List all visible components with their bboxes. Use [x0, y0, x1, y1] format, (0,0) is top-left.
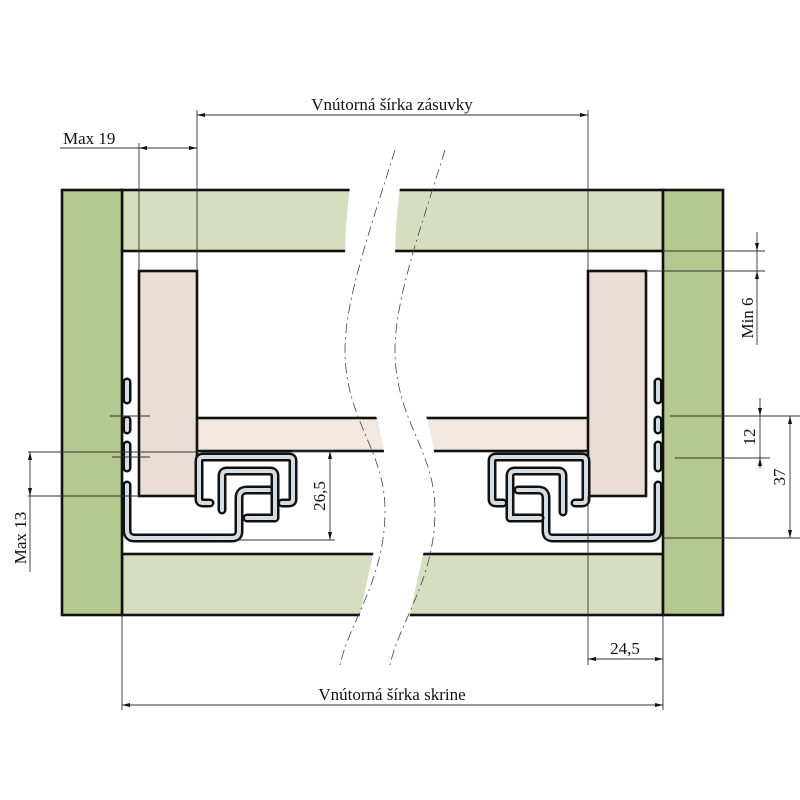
max-13-label: Max 13	[11, 512, 30, 564]
right-half	[390, 188, 665, 617]
break-line-right	[389, 149, 446, 666]
left-cabinet-side	[60, 188, 124, 617]
right-cabinet-side	[661, 188, 725, 617]
right-drawer-side	[586, 269, 648, 498]
cabinet-inner-width-label: Vnútorná šírka skrine	[318, 685, 465, 704]
drawer-inner-width-label: Vnútorná šírka zásuvky	[311, 95, 473, 114]
left-runner	[122, 377, 298, 543]
dim-24-5-label: 24,5	[610, 639, 640, 658]
bottom-panel	[120, 552, 395, 617]
dim-12-label: 12	[740, 429, 759, 446]
min-6-label: Min 6	[738, 297, 757, 338]
right-runner	[487, 377, 663, 543]
dim-37-label: 37	[770, 468, 789, 486]
max-19-label: Max 19	[63, 129, 115, 148]
bottom-panel-right	[390, 552, 665, 617]
break-line-left	[339, 149, 396, 666]
dim-26-5-label: 26,5	[310, 481, 329, 511]
dimensions	[28, 110, 800, 710]
left-drawer-side	[137, 269, 199, 498]
top-panel-right	[390, 188, 665, 253]
